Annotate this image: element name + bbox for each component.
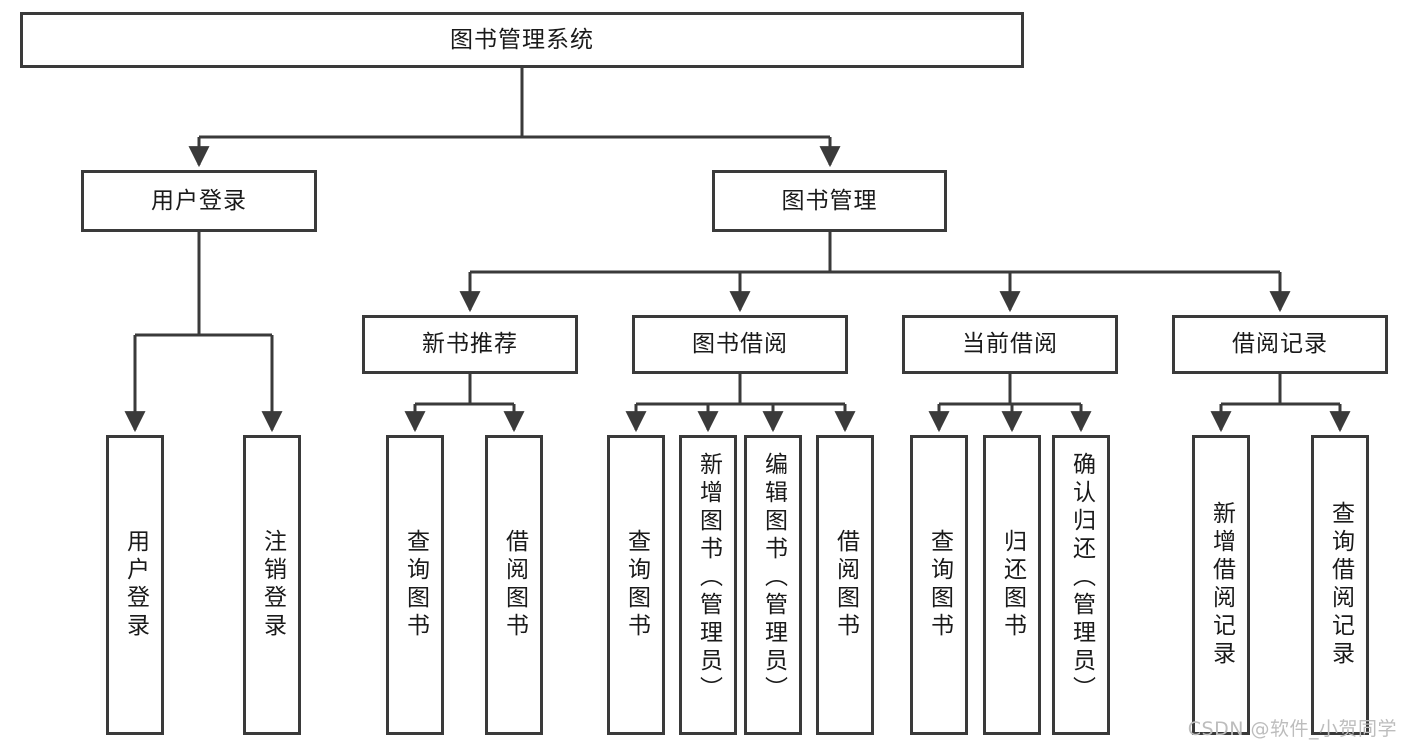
node-add-book-admin[interactable]: 新增图书（管理员） [679,435,737,735]
node-borrow-book-borrow[interactable]: 借阅图书 [816,435,874,735]
node-label: 查询借阅记录 [1327,501,1354,669]
node-label: 编辑图书（管理员） [760,452,787,704]
node-book-management-system[interactable]: 图书管理系统 [20,12,1024,68]
node-borrow-book-recommend[interactable]: 借阅图书 [485,435,543,735]
node-label: 借阅图书 [501,529,528,641]
node-book-management[interactable]: 图书管理 [712,170,947,232]
node-user-login-action[interactable]: 用户登录 [106,435,164,735]
node-return-book[interactable]: 归还图书 [983,435,1041,735]
node-label: 新增借阅记录 [1208,501,1235,669]
node-label: 新增图书（管理员） [695,452,722,704]
node-confirm-return-admin[interactable]: 确认归还（管理员） [1052,435,1110,735]
node-query-book-recommend[interactable]: 查询图书 [386,435,444,735]
node-label: 当前借阅 [962,331,1058,358]
node-logout-action[interactable]: 注销登录 [243,435,301,735]
node-label: 查询图书 [623,529,650,641]
node-add-borrow-record[interactable]: 新增借阅记录 [1192,435,1250,735]
node-label: 注销登录 [259,529,286,641]
node-label: 借阅图书 [832,529,859,641]
node-label: 图书管理 [781,187,878,214]
node-label: 确认归还（管理员） [1068,452,1095,704]
node-label: 归还图书 [999,529,1026,641]
node-book-borrow[interactable]: 图书借阅 [632,315,848,374]
node-label: 用户登录 [122,529,149,641]
node-label: 查询图书 [926,529,953,641]
node-query-book-current[interactable]: 查询图书 [910,435,968,735]
node-current-borrow[interactable]: 当前借阅 [902,315,1118,374]
node-edit-book-admin[interactable]: 编辑图书（管理员） [744,435,802,735]
node-label: 借阅记录 [1232,331,1328,358]
node-user-login[interactable]: 用户登录 [81,170,317,232]
node-new-book-recommend[interactable]: 新书推荐 [362,315,578,374]
node-label: 新书推荐 [422,331,518,358]
node-label: 图书借阅 [692,331,788,358]
node-label: 图书管理系统 [450,26,594,53]
node-borrow-record[interactable]: 借阅记录 [1172,315,1388,374]
node-label: 用户登录 [151,187,247,214]
node-query-borrow-record[interactable]: 查询借阅记录 [1311,435,1369,735]
node-label: 查询图书 [402,529,429,641]
node-query-book-borrow[interactable]: 查询图书 [607,435,665,735]
